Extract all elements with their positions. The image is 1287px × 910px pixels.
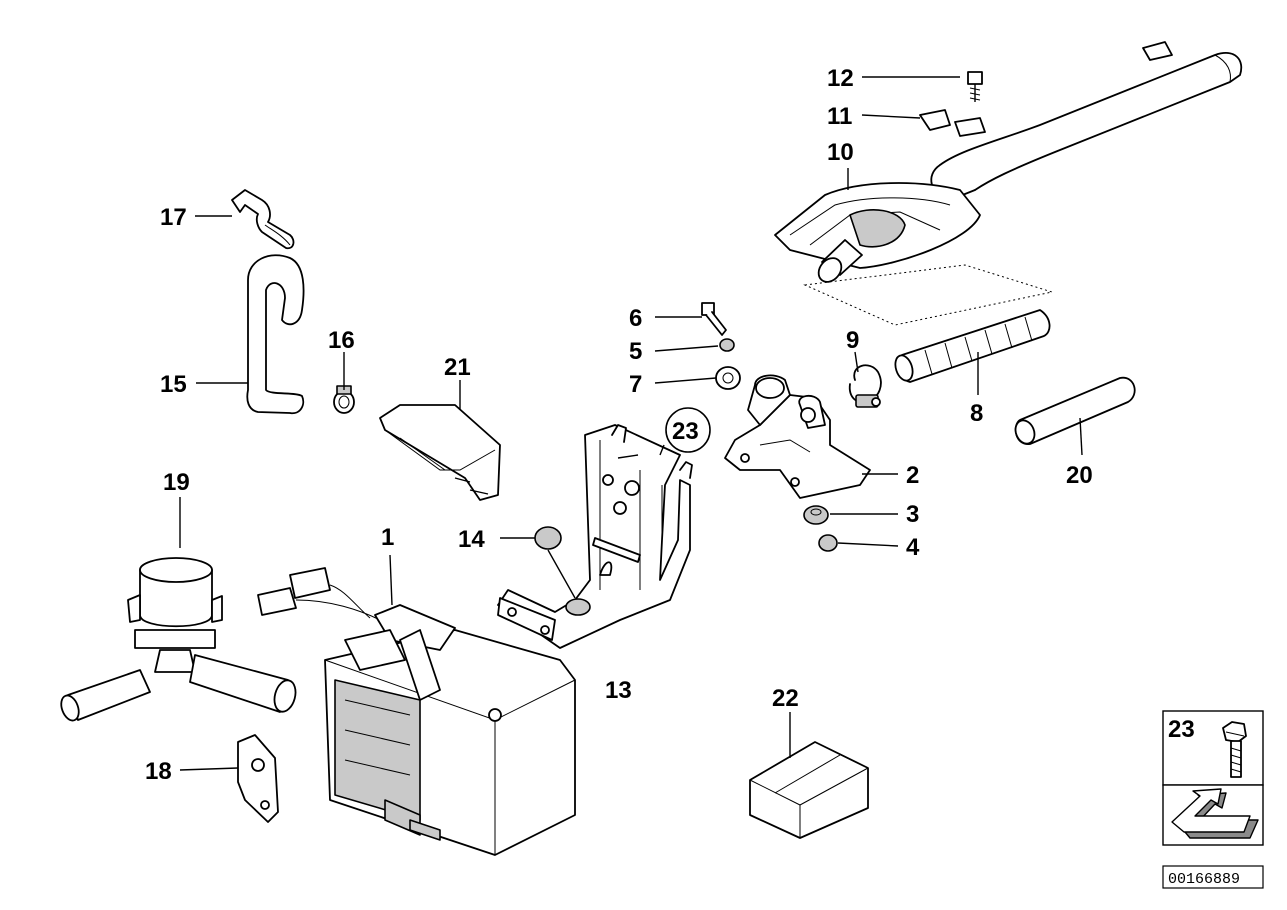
callout-15: 15 <box>160 371 187 398</box>
callout-14: 14 <box>458 526 485 553</box>
reference-number: 00166889 <box>1168 871 1240 888</box>
callout-10: 10 <box>827 139 854 166</box>
callout-11: 11 <box>827 103 852 130</box>
auxiliary-heater <box>257 567 576 856</box>
callout-8: 8 <box>970 400 983 427</box>
callout-1: 1 <box>381 524 394 551</box>
callout-4: 4 <box>906 534 920 561</box>
legend-label: 23 <box>1168 716 1195 743</box>
arrow-icon <box>1171 788 1259 839</box>
mounting-bracket <box>701 302 871 552</box>
callout-labels: 1 2 3 4 5 6 7 8 9 10 11 12 13 14 15 16 1… <box>145 65 1093 785</box>
bolt-icon <box>1222 721 1247 778</box>
callout-19: 19 <box>163 469 190 496</box>
legend-bolt-box <box>1162 710 1264 786</box>
callout-20: 20 <box>1066 462 1093 489</box>
callout-18: 18 <box>145 758 172 785</box>
exhaust-muffler <box>774 41 1243 326</box>
legend-panel: 23 00166889 <box>1162 710 1264 889</box>
parts-box <box>749 741 869 839</box>
callout-9: 9 <box>846 327 859 354</box>
coolant-hose <box>246 254 305 415</box>
callout-16: 16 <box>328 327 355 354</box>
callout-3: 3 <box>906 501 919 528</box>
reference-number-box <box>1162 865 1264 889</box>
water-pump <box>60 557 297 722</box>
hose-clip <box>231 189 295 250</box>
callout-17: 17 <box>160 204 187 231</box>
callout-6: 6 <box>629 305 642 332</box>
callout-2: 2 <box>906 462 919 489</box>
flex-pipe <box>894 309 1051 383</box>
pipe-clamp <box>848 364 882 408</box>
callout-13: 13 <box>605 677 632 704</box>
cover-plate <box>379 404 501 501</box>
callout-22: 22 <box>772 685 799 712</box>
hose-pipe <box>1014 376 1136 445</box>
callout-23-circle <box>665 407 711 453</box>
leader-lines <box>179 76 1083 771</box>
callout-12: 12 <box>827 65 854 92</box>
pump-bracket <box>237 734 279 823</box>
hose-clamp <box>333 385 355 414</box>
callout-5: 5 <box>629 338 642 365</box>
callout-7: 7 <box>629 371 642 398</box>
heater-holder <box>497 424 693 649</box>
rubber-plug <box>534 526 562 550</box>
callout-23: 23 <box>672 418 699 445</box>
callout-21: 21 <box>444 354 471 381</box>
